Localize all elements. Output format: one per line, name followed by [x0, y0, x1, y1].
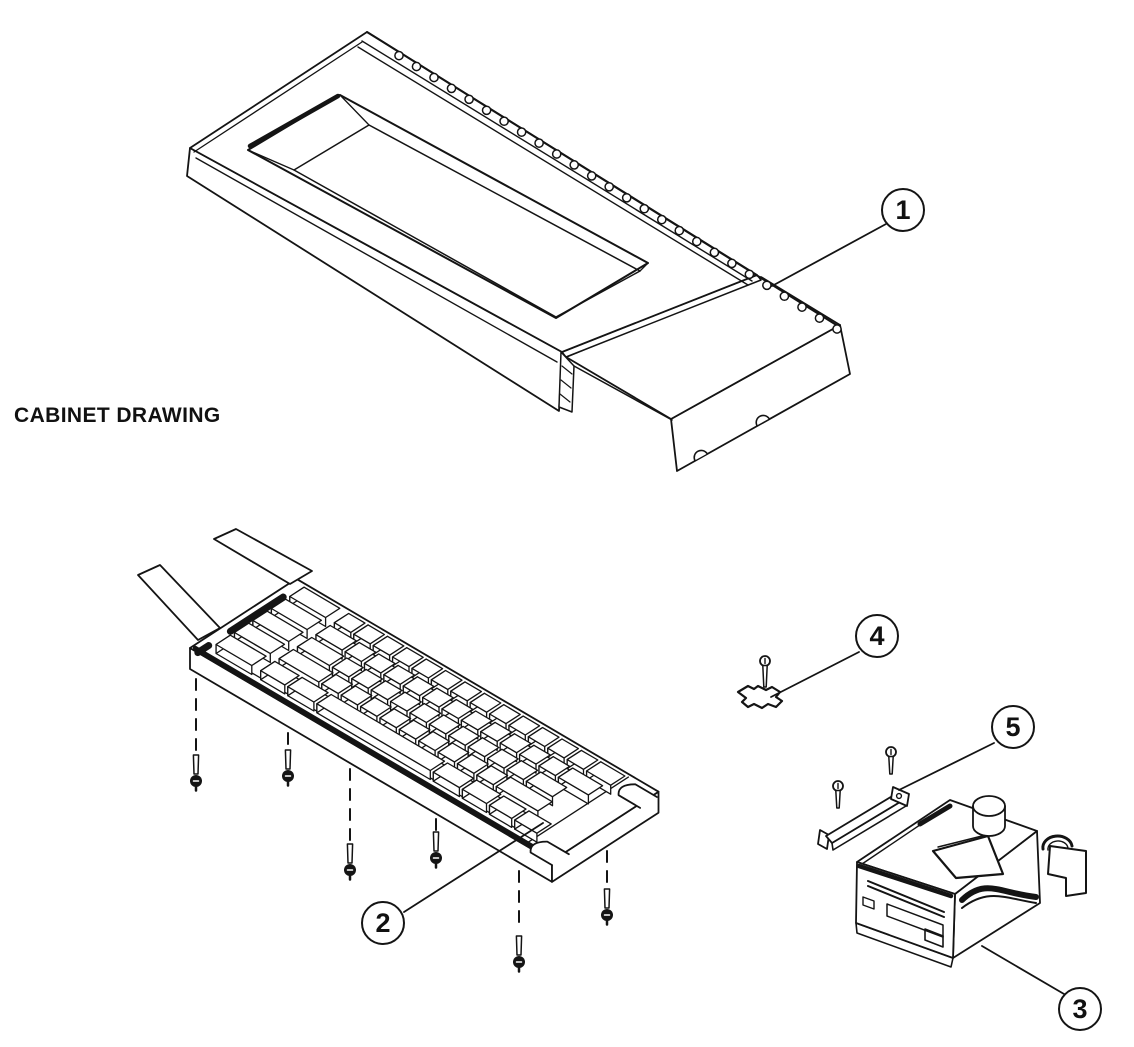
mounting-rail: [817, 746, 910, 851]
callout-1-cabinet-cover: 1: [881, 188, 925, 232]
keyboard-assembly: [189, 577, 660, 883]
drawing-title: CABINET DRAWING: [14, 404, 221, 427]
cabinet-top-cover: [186, 31, 851, 472]
ribbon-cables: [137, 528, 313, 641]
retainer-clip: [736, 655, 784, 710]
callout-2-keyboard: 2: [361, 901, 405, 945]
callout-5-mounting-rail: 5: [991, 705, 1035, 749]
keyboard-screws: [190, 678, 613, 973]
callout-leaders: [403, 223, 1065, 995]
callout-3-disk-drive: 3: [1058, 987, 1102, 1031]
callout-4-retainer-clip: 4: [855, 614, 899, 658]
disk-drive: [855, 795, 1087, 968]
